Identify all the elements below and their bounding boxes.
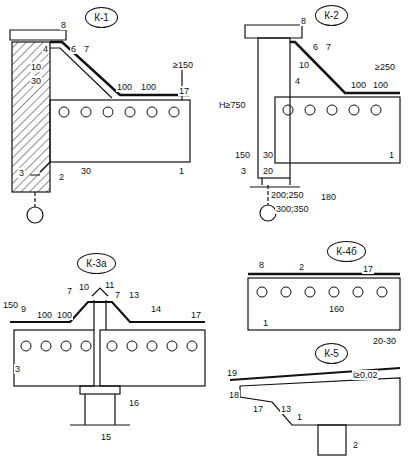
callout-number: 6 xyxy=(312,42,319,52)
callout-number: 4 xyxy=(42,44,49,54)
callout-number: ≥150 xyxy=(172,60,194,70)
detail-mark: К-1 xyxy=(85,7,118,28)
callout-number: 18 xyxy=(228,390,240,400)
callout-number: 100 xyxy=(372,80,389,90)
callout-number: 100 xyxy=(116,82,133,92)
callout-number: 200;250 xyxy=(270,190,305,200)
callout-number: 9 xyxy=(20,304,27,314)
callout-number: 10 xyxy=(298,60,310,70)
callout-number: 10 xyxy=(30,62,42,72)
callout-number: 17 xyxy=(190,310,202,320)
detail-label: К-5 xyxy=(324,348,339,359)
detail-mark: К-2 xyxy=(315,5,348,26)
callout-number: 100 xyxy=(56,310,73,320)
callout-number: 3 xyxy=(240,166,247,176)
callout-number: 20 xyxy=(262,166,274,176)
callout-number: 16 xyxy=(128,398,140,408)
callout-number: 180 xyxy=(320,192,337,202)
callout-number: 4 xyxy=(294,76,301,86)
callout-number: 100 xyxy=(36,310,53,320)
callout-number: Н≥750 xyxy=(218,100,246,110)
callout-number: 17 xyxy=(362,264,374,274)
detail-label: К-1 xyxy=(94,12,109,23)
callout-number: 1 xyxy=(388,150,395,160)
callout-number: 10 xyxy=(78,282,90,292)
callout-number: 15 xyxy=(100,432,112,442)
callout-number: i≥0,02 xyxy=(352,370,378,380)
callout-number: 17 xyxy=(252,404,264,414)
callout-number: 13 xyxy=(128,290,140,300)
callout-number: 2 xyxy=(352,440,359,450)
callout-number: 8 xyxy=(60,20,67,30)
callout-number: 30 xyxy=(30,76,42,86)
detail-mark: К-4б xyxy=(327,241,366,262)
detail-mark: К-3а xyxy=(77,253,116,274)
callout-number: 7 xyxy=(114,290,121,300)
callout-number: 7 xyxy=(66,286,73,296)
callout-number: 30 xyxy=(262,150,274,160)
callout-number: 6 xyxy=(70,44,77,54)
callout-number: 13 xyxy=(280,404,292,414)
callout-number: 19 xyxy=(226,368,238,378)
detail-mark: К-5 xyxy=(315,343,348,364)
detail-label: К-2 xyxy=(324,10,339,21)
callout-number: 8 xyxy=(300,16,307,26)
callout-number: 1 xyxy=(296,412,303,422)
callout-number: 150 xyxy=(234,150,251,160)
callout-number: 7 xyxy=(325,42,332,52)
callout-number: 14 xyxy=(150,304,162,314)
callout-number: 2 xyxy=(58,172,65,182)
callout-number: ≥250 xyxy=(374,62,396,72)
callout-number: 1 xyxy=(262,318,269,328)
detail-label: К-4б xyxy=(336,246,356,257)
callout-number: 100 xyxy=(350,80,367,90)
callout-number: 100 xyxy=(140,82,157,92)
detail-label: К-3а xyxy=(86,258,106,269)
callout-number: 8 xyxy=(258,260,265,270)
callout-number: 160 xyxy=(328,304,345,314)
callout-number: 3 xyxy=(18,168,25,178)
callout-number: 30 xyxy=(80,166,92,176)
callout-number: 11 xyxy=(104,280,115,290)
callout-number: 17 xyxy=(178,86,190,96)
callout-number: 1 xyxy=(178,166,185,176)
callout-number: 7 xyxy=(83,44,90,54)
callout-number: 2 xyxy=(298,262,305,272)
callout-number: 300;350 xyxy=(275,204,310,214)
callout-number: 20-30 xyxy=(372,336,397,346)
callout-number: 150 xyxy=(2,300,19,310)
callout-number: 3 xyxy=(14,364,21,374)
